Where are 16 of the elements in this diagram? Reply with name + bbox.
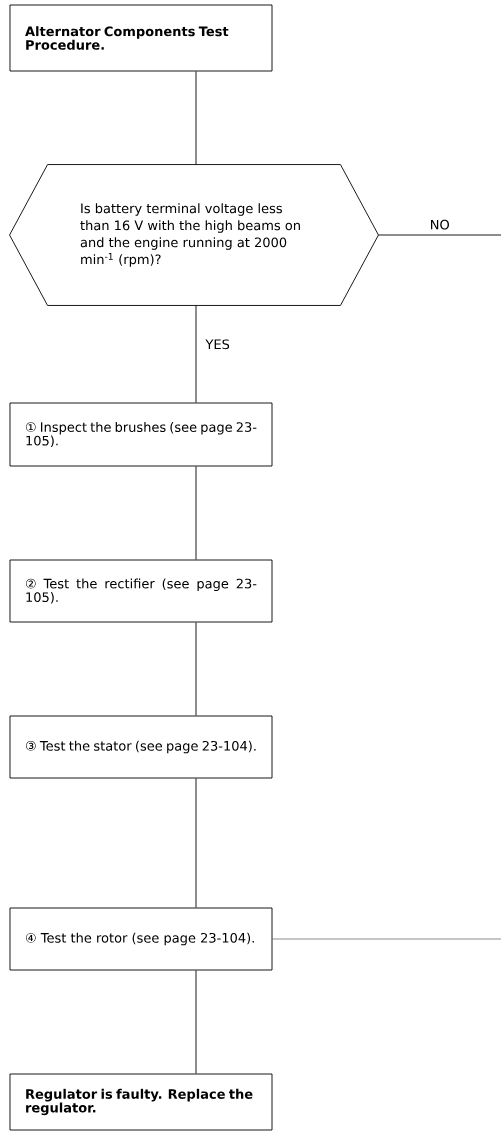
process-box: Alternator Components Test Procedure.: [9, 4, 273, 72]
process-box: ④ Test the rotor (see page 23-104).: [9, 907, 273, 971]
decision-hexagon: Is battery terminal voltage less than 16 V with the high beams on and the engine running at 2000 min$^{-1}$ (rpm)?: [9, 164, 379, 306]
edge-label: NO: [428, 218, 451, 231]
process-box: Regulator is faulty. Replace the regulator.: [9, 1073, 273, 1131]
connector-line: [195, 305, 197, 403]
process-box: ① Inspect the brushes (see page 23-105).: [9, 402, 273, 467]
connector-line: [378, 234, 501, 236]
connector-line: [195, 622, 197, 716]
connector-line: [195, 778, 197, 908]
connector-line: [195, 970, 197, 1074]
process-box: ③ Test the stator (see page 23-104).: [9, 715, 273, 779]
process-box: ② Test the rectifier (see page 23-105).: [9, 559, 273, 623]
connector-line: [195, 466, 197, 560]
connector-line: [195, 71, 197, 165]
edge-label: YES: [204, 338, 231, 351]
